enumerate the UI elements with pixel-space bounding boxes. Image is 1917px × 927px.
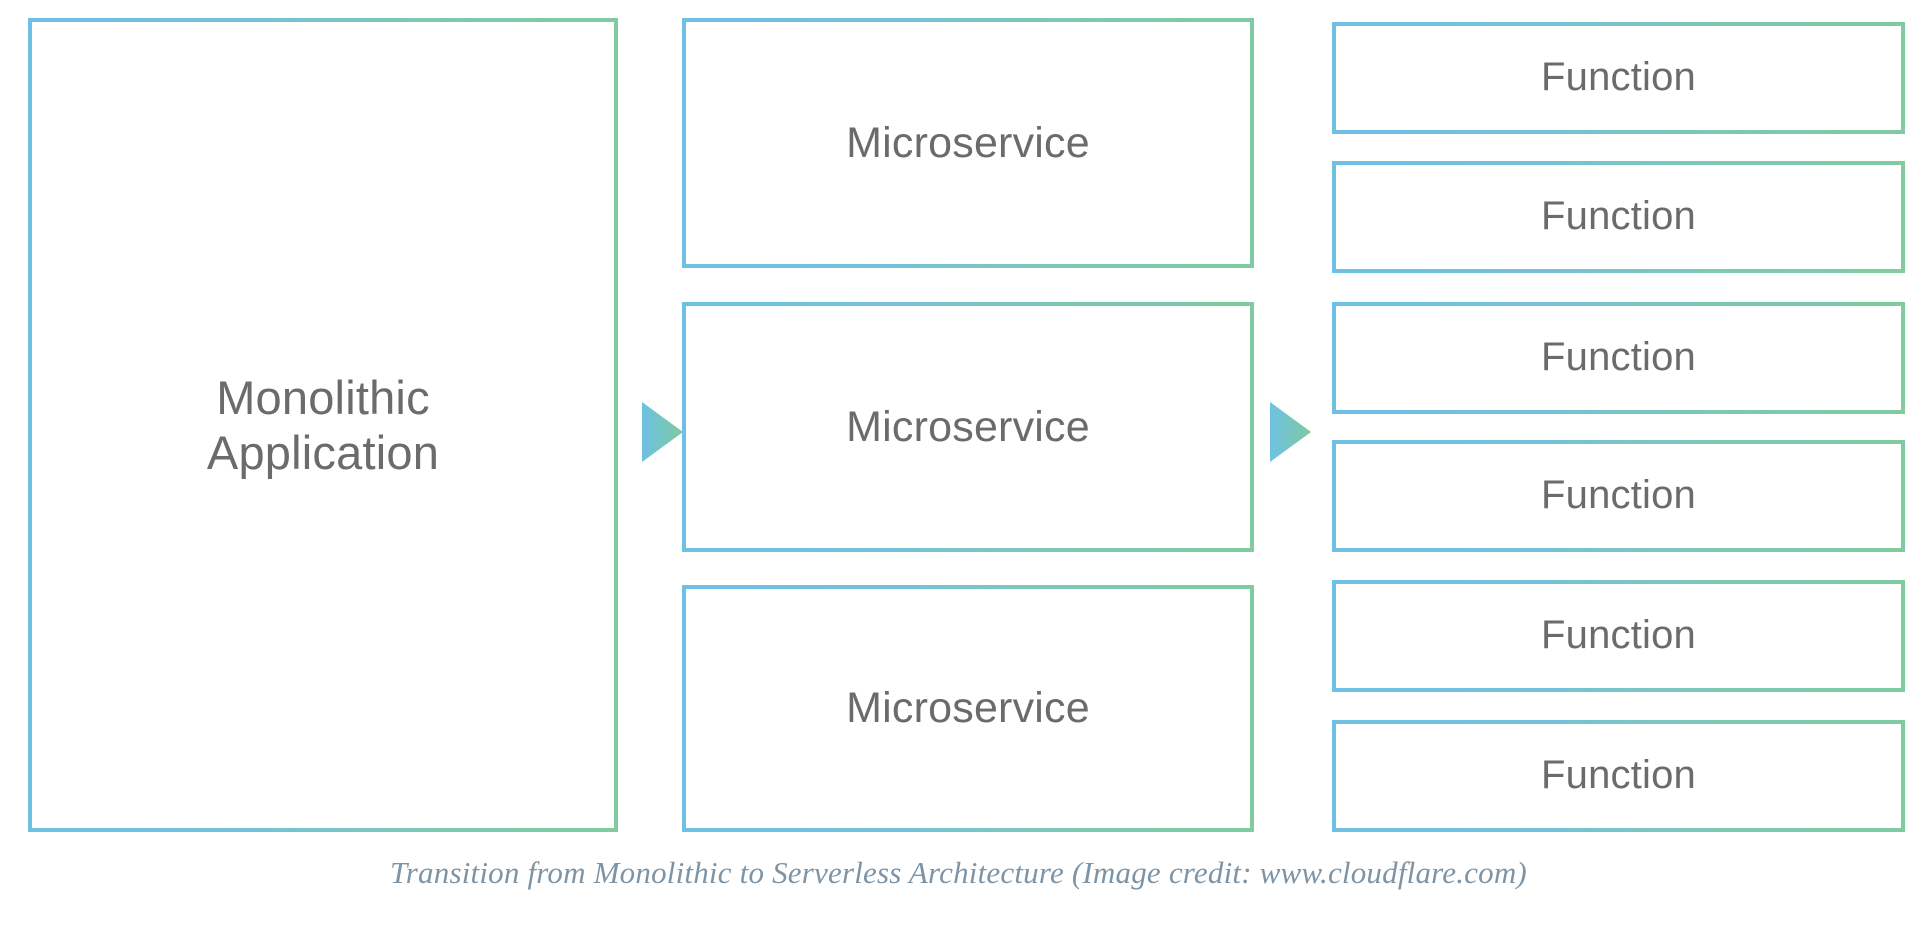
function-label: Function	[1540, 55, 1697, 100]
microservice-box: Microservice	[682, 302, 1254, 552]
function-label: Function	[1540, 753, 1697, 798]
monolithic-application-box: Monolithic Application	[28, 18, 618, 832]
function-label: Function	[1540, 194, 1697, 239]
arrow-right-icon	[640, 401, 684, 463]
microservice-box: Microservice	[682, 18, 1254, 268]
microservice-label: Microservice	[846, 684, 1090, 733]
diagram-caption: Transition from Monolithic to Serverless…	[390, 855, 1527, 890]
function-box: Function	[1332, 22, 1905, 134]
microservice-label: Microservice	[846, 402, 1090, 451]
monolithic-application-label: Monolithic Application	[206, 370, 440, 479]
function-box: Function	[1332, 440, 1905, 552]
function-label: Function	[1540, 613, 1697, 658]
function-label: Function	[1540, 335, 1697, 380]
function-box: Function	[1332, 302, 1905, 414]
function-box: Function	[1332, 720, 1905, 832]
function-box: Function	[1332, 161, 1905, 273]
microservice-label: Microservice	[846, 118, 1090, 167]
microservice-box: Microservice	[682, 585, 1254, 832]
arrow-right-icon	[1268, 401, 1312, 463]
function-label: Function	[1540, 473, 1697, 518]
function-box: Function	[1332, 580, 1905, 692]
